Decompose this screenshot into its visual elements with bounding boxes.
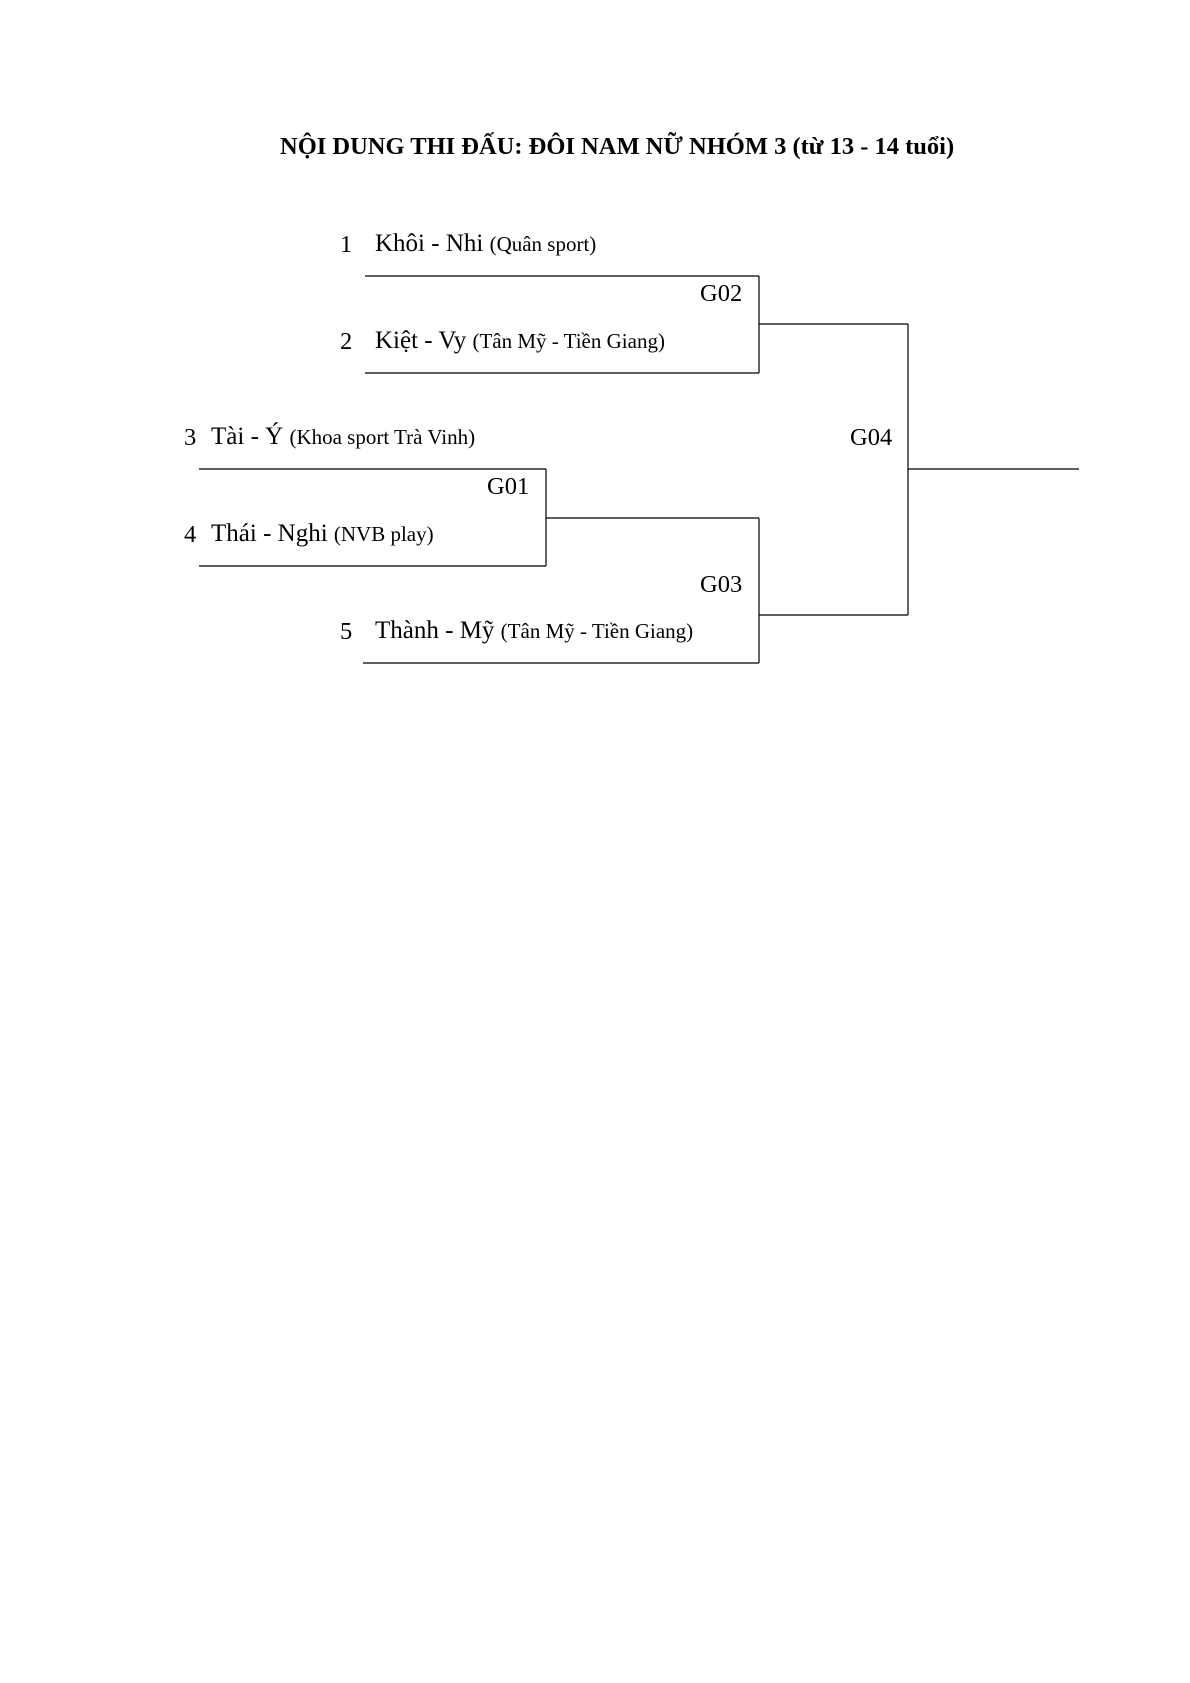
entry-4-club: (NVB play) — [333, 522, 434, 546]
entry-2-label: Kiệt - Vy (Tân Mỹ - Tiền Giang) — [375, 327, 665, 355]
entry-4-seed: 4 — [184, 521, 197, 548]
entry-3-club: (Khoa sport Trà Vinh) — [289, 425, 476, 449]
entry-1-seed: 1 — [340, 231, 353, 258]
entry-3-label: Tài - Ý (Khoa sport Trà Vinh) — [211, 423, 475, 451]
game-label-g02: G02 — [700, 280, 743, 307]
entry-5-club: (Tân Mỹ - Tiền Giang) — [500, 619, 694, 643]
game-label-g01: G01 — [487, 473, 530, 500]
game-label-g04: G04 — [850, 424, 893, 451]
entry-2-seed: 2 — [340, 328, 353, 355]
entry-4-label: Thái - Nghi (NVB play) — [211, 520, 434, 548]
entry-1-label: Khôi - Nhi (Quân sport) — [375, 230, 596, 258]
entry-1-names: Khôi - Nhi — [375, 230, 484, 257]
entry-4-names: Thái - Nghi — [211, 520, 328, 547]
entry-5-names: Thành - Mỹ — [375, 617, 495, 644]
entry-5-label: Thành - Mỹ (Tân Mỹ - Tiền Giang) — [375, 617, 693, 645]
game-label-g03: G03 — [700, 571, 743, 598]
entry-5-seed: 5 — [340, 618, 353, 645]
bracket-title: NỘI DUNG THI ĐẤU: ĐÔI NAM NỮ NHÓM 3 (từ … — [280, 133, 955, 160]
entry-3-seed: 3 — [184, 424, 197, 451]
entry-3-names: Tài - Ý — [211, 423, 284, 450]
entry-1-club: (Quân sport) — [489, 232, 597, 256]
entry-2-club: (Tân Mỹ - Tiền Giang) — [472, 329, 665, 353]
entry-2-names: Kiệt - Vy — [375, 327, 467, 354]
